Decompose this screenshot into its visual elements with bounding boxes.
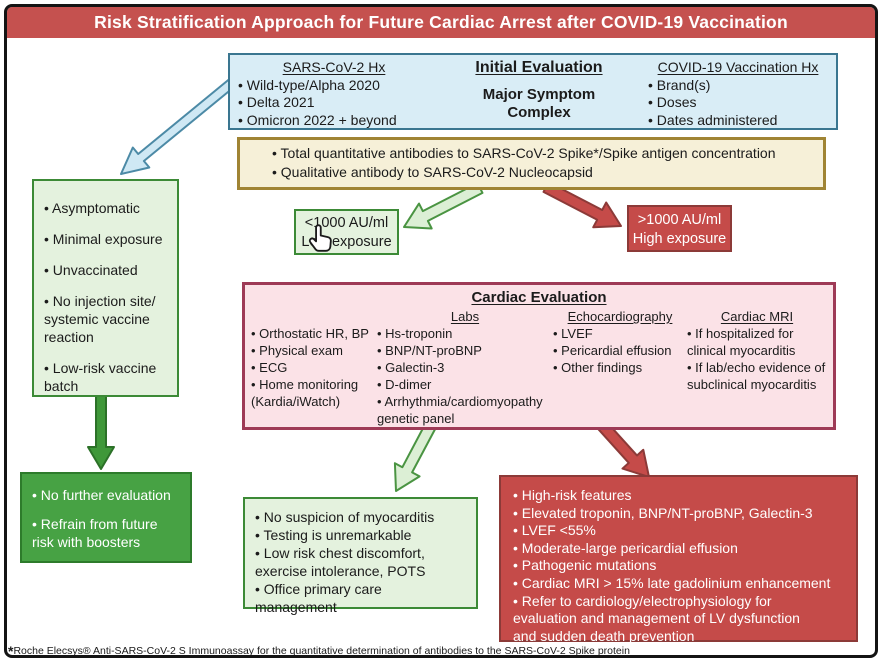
echocardiography-list: • LVEF • Pericardial effusion • Other find… <box>553 325 687 376</box>
cardiac-mri-column: Cardiac MRI • If hospitalized for clinic… <box>687 308 827 427</box>
list-item: • Pericardial effusion <box>553 343 672 358</box>
sars-cov2-hx-list: • Wild-type/Alpha 2020• Delta 2021• Omic… <box>238 77 430 130</box>
list-item: • If lab/echo evidence of subclinical my… <box>687 360 826 392</box>
list-item: • Dates administered <box>648 111 778 128</box>
list-item: • Low risk chest discomfort, exercise in… <box>255 545 426 579</box>
list-item: • If hospitalized for clinical myocardit… <box>687 326 796 358</box>
list-item: • Asymptomatic <box>44 200 140 216</box>
list-item: • Brand(s) <box>648 76 711 93</box>
high-exposure-box: >1000 AU/ml High exposure <box>627 205 732 252</box>
cardiac-evaluation-heading: Cardiac Evaluation <box>471 289 607 306</box>
footnote-text: Roche Elecsys® Anti-SARS-CoV-2 S Immunoa… <box>13 645 630 657</box>
list-item: • High-risk features <box>513 487 632 503</box>
cardiac-exam-list: • Orthostatic HR, BP • Physical exam • ECG… <box>251 325 377 410</box>
no-further-evaluation-box: • No further evaluation • Refrain from fu… <box>20 472 192 563</box>
cardiac-exam-heading-spacer <box>251 308 377 325</box>
list-item: • Elevated troponin, BNP/NT-proBNP, Gale… <box>513 504 813 521</box>
vaccination-hx-list: • Brand(s)• Doses• Dates administered <box>648 77 828 130</box>
list-item: • Cardiac MRI > 15% late gadolinium enha… <box>513 574 831 591</box>
initial-evaluation-heading: Initial Evaluation <box>475 59 603 76</box>
vaccination-hx-column: COVID-19 Vaccination Hx • Brand(s)• Dose… <box>648 59 828 128</box>
list-item: • Orthostatic HR, BP <box>251 326 369 341</box>
list-item: • Wild-type/Alpha 2020 <box>238 76 380 93</box>
labs-list: • Hs-troponin • BNP/NT-proBNP • Galectin-3… <box>377 325 553 427</box>
cardiac-mri-list: • If hospitalized for clinical myocardit… <box>687 325 827 393</box>
major-symptom-complex-label: Major Symptom Complex <box>482 85 596 121</box>
cardiac-mri-heading: Cardiac MRI <box>720 309 794 324</box>
antibody-panel-box: • Total quantitative antibodies to SARS-… <box>237 137 826 190</box>
echocardiography-heading: Echocardiography <box>567 309 673 324</box>
cardiac-echo-column: Echocardiography • LVEF • Pericardial eff… <box>553 308 687 427</box>
high-exposure-value: >1000 AU/ml <box>637 212 722 228</box>
low-risk-profile-box: • Asymptomatic • Minimal exposure • Unvacc… <box>32 179 179 397</box>
list-item: • Total quantitative antibodies to SARS-… <box>272 145 776 161</box>
list-item: • Low-risk vaccine batch <box>44 360 157 394</box>
initial-evaluation-center: Initial Evaluation Major Symptom Complex <box>430 59 648 126</box>
arrow-antibody-to-low-exposure <box>403 182 484 230</box>
list-item: • LVEF <box>553 326 593 341</box>
list-item: • Refer to cardiology/electrophysiology … <box>513 592 800 644</box>
list-item: • No suspicion of myocarditis <box>255 509 435 525</box>
footnote: *Roche Elecsys® Anti-SARS-CoV-2 S Immuno… <box>8 643 630 659</box>
list-item: • Testing is unremarkable <box>255 527 412 543</box>
list-item: • Other findings <box>553 360 643 375</box>
high-risk-outcome-box: • High-risk features• Elevated troponin,… <box>499 475 858 645</box>
arrow-low-risk-to-no-further <box>87 393 115 470</box>
high-exposure-label: High exposure <box>632 231 727 247</box>
list-item: • Minimal exposure <box>44 231 163 247</box>
hand-cursor-icon <box>306 220 336 257</box>
list-item: • Home monitoring (Kardia/iWatch) <box>251 377 359 409</box>
arrow-cardiac-to-low-outcome <box>393 421 437 492</box>
list-item: • Refrain from future risk with boosters <box>32 516 158 550</box>
list-item: • No further evaluation <box>32 487 171 503</box>
low-exposure-box: <1000 AU/ml Low exposure <box>294 209 399 255</box>
cardiac-evaluation-box: Cardiac Evaluation • Orthostatic HR, BP•… <box>242 282 836 430</box>
list-item: • Pathogenic mutations <box>513 557 657 574</box>
list-item: • BNP/NT-proBNP <box>377 343 482 358</box>
sars-cov2-hx-heading: SARS-CoV-2 Hx <box>282 59 386 75</box>
low-risk-outcome-box: • No suspicion of myocarditis • Testing i… <box>243 497 478 615</box>
list-item: • Office primary care management <box>255 581 382 615</box>
list-item: • Unvaccinated <box>44 262 138 278</box>
arrow-initial-to-low-risk <box>120 77 237 175</box>
antibody-panel-list: • Total quantitative antibodies to SARS-… <box>272 144 815 182</box>
list-item: • Moderate-large pericardial effusion <box>513 539 738 556</box>
high-risk-outcome-list: • High-risk features• Elevated troponin,… <box>513 487 852 645</box>
list-item: • Galectin-3 <box>377 360 445 375</box>
initial-evaluation-box: SARS-CoV-2 Hx • Wild-type/Alpha 2020• De… <box>228 53 838 130</box>
list-item: • LVEF <55% <box>513 522 596 539</box>
cardiac-labs-column: Labs • Hs-troponin • BNP/NT-proBNP • Galec… <box>377 308 553 427</box>
sars-cov2-hx-column: SARS-CoV-2 Hx • Wild-type/Alpha 2020• De… <box>238 59 430 128</box>
list-item: • Delta 2021 <box>238 94 315 110</box>
list-item: • Hs-troponin <box>377 326 453 341</box>
list-item: • No injection site/ systemic vaccine re… <box>44 293 156 345</box>
low-risk-profile-list: • Asymptomatic • Minimal exposure • Unvacc… <box>44 199 173 395</box>
footnote-asterisk: * <box>8 643 14 659</box>
page-title: Risk Stratification Approach for Future … <box>7 7 875 38</box>
vaccination-hx-heading: COVID-19 Vaccination Hx <box>657 59 819 75</box>
list-item: • Qualitative antibody to SARS-CoV-2 Nuc… <box>272 164 593 180</box>
list-item: • Doses <box>648 94 697 110</box>
list-item: • Arrhythmia/cardiomyopathy genetic pane… <box>377 394 543 426</box>
list-item: • D-dimer <box>377 377 432 392</box>
no-further-evaluation-list: • No further evaluation • Refrain from fu… <box>32 486 186 551</box>
list-item: • Physical exam <box>251 343 343 358</box>
list-item: • Omicron 2022 + beyond <box>238 111 397 128</box>
list-item: • ECG <box>251 360 288 375</box>
low-risk-outcome-list: • No suspicion of myocarditis • Testing i… <box>255 508 472 616</box>
cardiac-exam-column: • Orthostatic HR, BP • Physical exam • ECG… <box>251 308 377 427</box>
labs-heading: Labs <box>450 309 480 324</box>
low-exposure-value: <1000 AU/ml <box>304 215 389 231</box>
